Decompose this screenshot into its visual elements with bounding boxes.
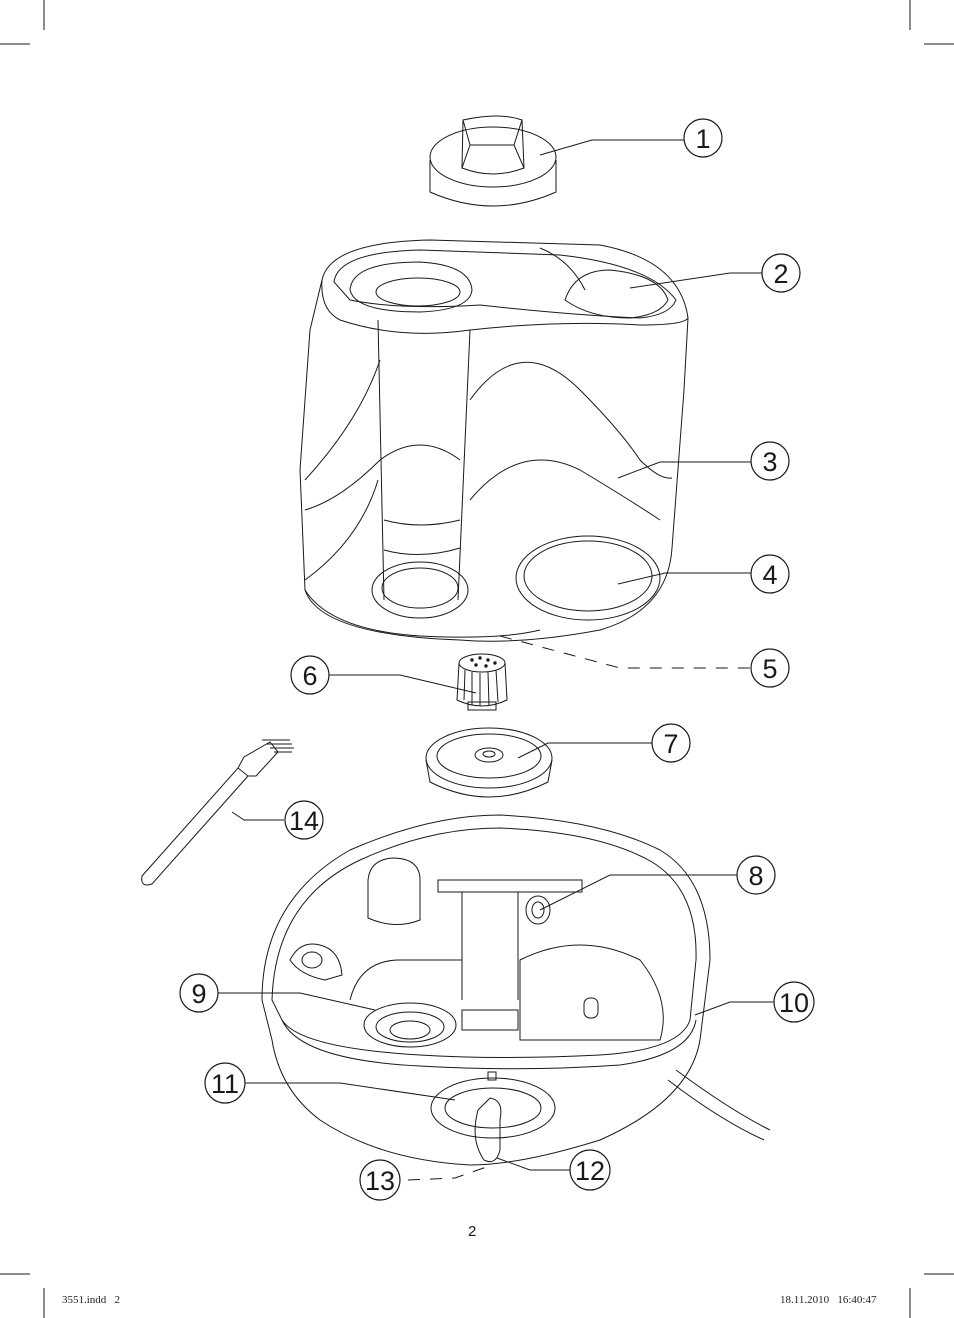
callout-11: 11 bbox=[211, 1069, 239, 1099]
callout-9: 9 bbox=[191, 979, 206, 1009]
slug-file: 3551.indd 2 bbox=[62, 1294, 121, 1306]
callout-7: 7 bbox=[663, 729, 678, 759]
callout-2: 2 bbox=[773, 259, 788, 289]
callout-8: 8 bbox=[748, 861, 763, 891]
callout-1: 1 bbox=[695, 124, 710, 154]
part-disk bbox=[425, 727, 553, 798]
callout-10: 10 bbox=[779, 988, 809, 1018]
callout-6: 6 bbox=[302, 661, 317, 691]
callout-3: 3 bbox=[762, 447, 777, 477]
callout-13: 13 bbox=[365, 1166, 395, 1196]
callout-14: 14 bbox=[289, 806, 319, 836]
slug-datetime: 18.11.2010 16:40:47 bbox=[780, 1294, 877, 1306]
part-tank bbox=[299, 239, 689, 642]
part-brush bbox=[141, 739, 294, 886]
callout-circles bbox=[179, 118, 815, 1201]
page-number: 2 bbox=[468, 1223, 477, 1240]
part-cap bbox=[429, 115, 557, 207]
callout-5: 5 bbox=[762, 654, 777, 684]
leader-lines bbox=[218, 139, 775, 1181]
part-filter bbox=[456, 653, 508, 711]
part-base bbox=[261, 814, 771, 1166]
callout-4: 4 bbox=[762, 560, 777, 590]
callout-12: 12 bbox=[575, 1156, 605, 1186]
